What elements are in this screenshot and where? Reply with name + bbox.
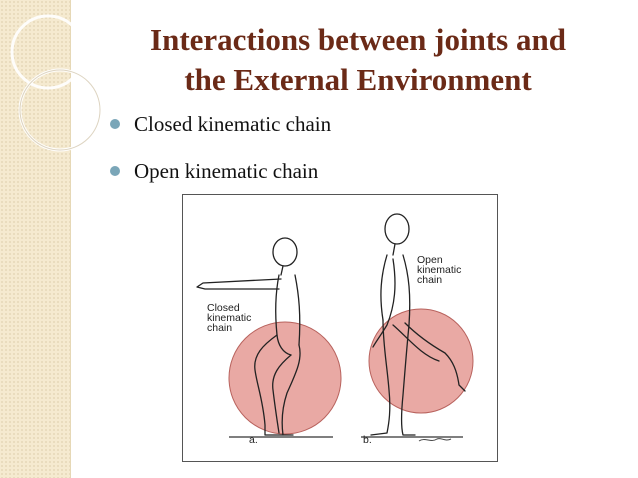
bullet-text: Closed kinematic chain (134, 112, 332, 136)
title-line-2: the External Environment (184, 62, 532, 97)
bullet-item-open-chain: Open kinematic chain (110, 159, 331, 183)
panel-label-b: b. (363, 434, 372, 446)
closed-chain-circle (228, 321, 342, 435)
kinematic-chain-figure: Closed kinematic chain Open kinematic ch… (182, 194, 498, 462)
closed-chain-figure (196, 237, 301, 436)
bullet-dot-icon (110, 119, 120, 129)
closed-chain-label: Closed kinematic chain (207, 302, 252, 334)
bullet-text: Open kinematic chain (134, 159, 319, 183)
panel-label-a: a. (249, 434, 258, 446)
decorative-rings-icon (10, 14, 102, 152)
open-chain-label: Open kinematic chain (417, 254, 462, 286)
bullet-dot-icon (110, 166, 120, 176)
bullet-list: Closed kinematic chain Open kinematic ch… (110, 112, 331, 183)
kinematic-chain-illustration (196, 213, 474, 442)
open-chain-circle (368, 308, 474, 414)
slide-title: Interactions between joints and the Exte… (108, 20, 608, 100)
title-line-1: Interactions between joints and (150, 22, 566, 57)
open-chain-figure (370, 213, 466, 436)
bullet-item-closed-chain: Closed kinematic chain (110, 112, 331, 136)
artist-signature-icon (418, 438, 452, 442)
